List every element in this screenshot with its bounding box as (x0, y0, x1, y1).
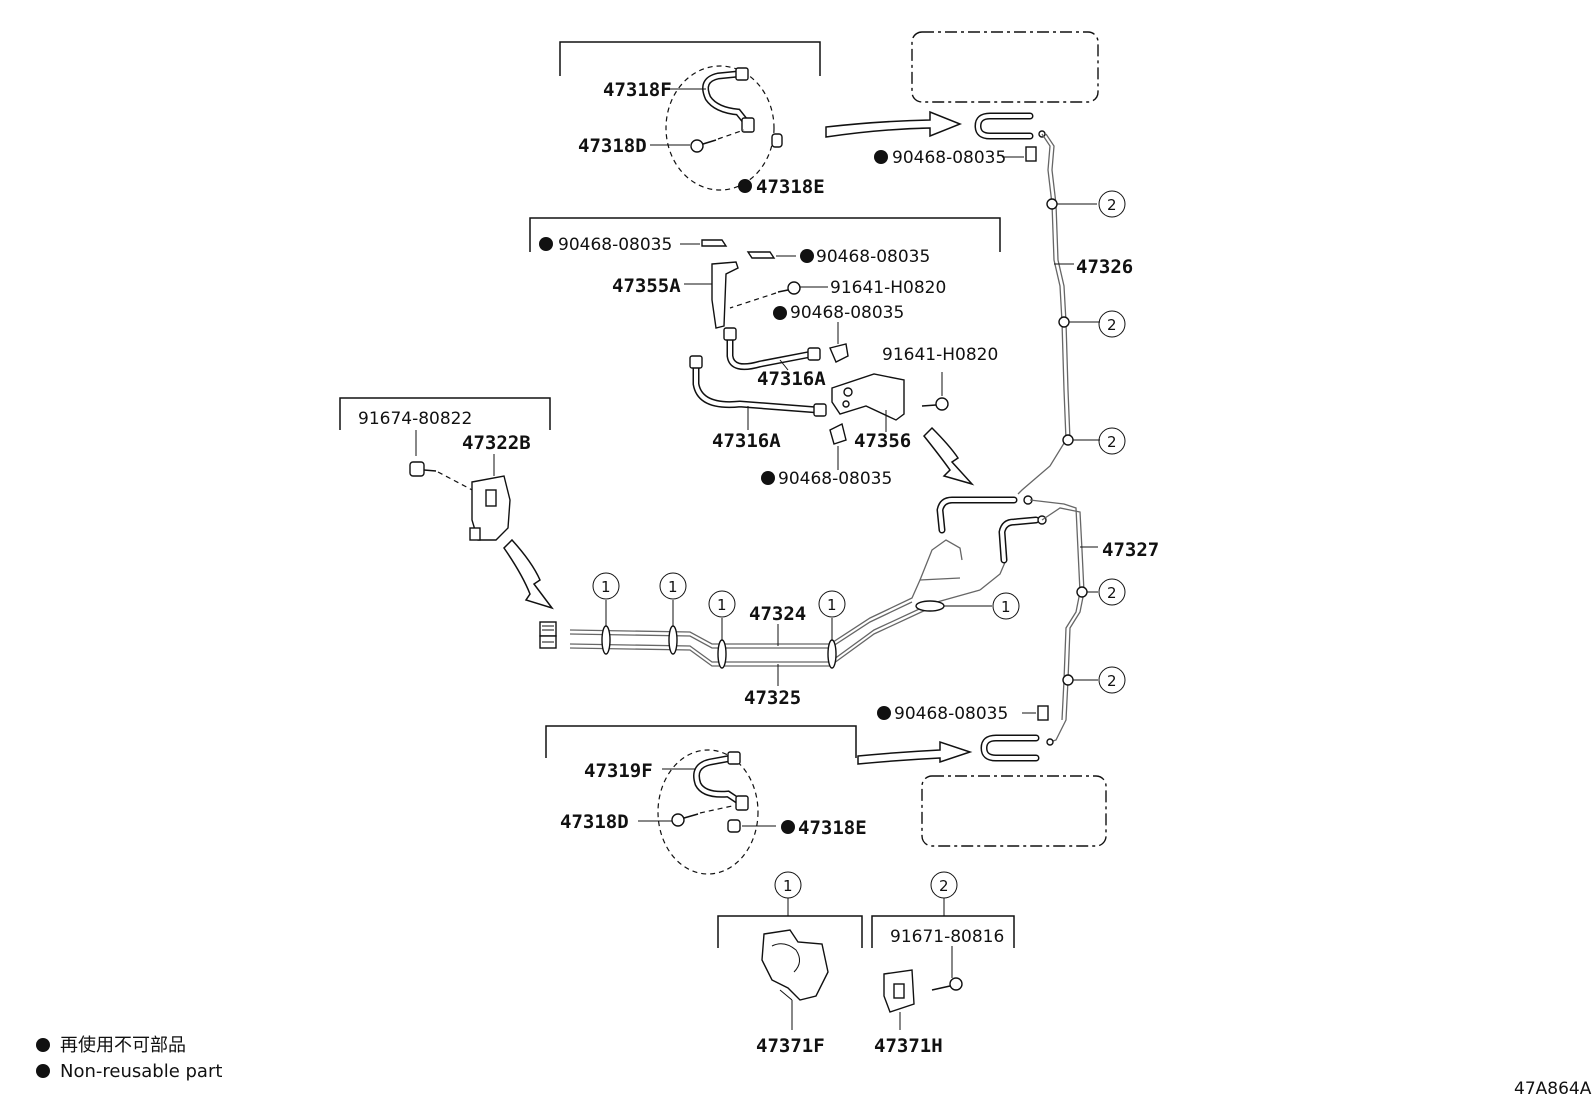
svg-text:1: 1 (717, 596, 727, 614)
area-box-bottom (921, 775, 1107, 847)
label-47322B: 47322B (462, 432, 531, 454)
junction-fittings (936, 495, 1047, 564)
top-hose-group: 47318F 47318D 47318E (559, 41, 825, 198)
pipe-47325 (569, 589, 981, 663)
callout-2-d: 2 (1098, 578, 1126, 606)
label-clip-bottom-right: 90468-08035 (894, 704, 1008, 724)
label-clip-right-a: 90468-08035 (816, 247, 930, 267)
callout-1-b: 1 (659, 572, 687, 600)
label-47371F: 47371F (756, 1035, 825, 1057)
callout-1-c: 1 (708, 590, 736, 618)
label-47326: 47326 (1076, 256, 1133, 278)
arrow-bottom-right (857, 740, 973, 765)
svg-text:2: 2 (1107, 433, 1117, 451)
svg-text:1: 1 (1001, 598, 1011, 616)
legend-jp: 再使用不可部品 (60, 1035, 186, 1056)
middle-bracket-group: 90468-08035 90468-08035 47355A 91641-H08… (529, 217, 1001, 489)
label-47324: 47324 (749, 603, 806, 625)
callout-2-b: 2 (1098, 310, 1126, 338)
clamp-47371F-group: 1 47371F (717, 871, 863, 1057)
label-47356: 47356 (854, 430, 911, 452)
label-clip-top-right: 90468-08035 (892, 148, 1006, 168)
svg-text:2: 2 (1107, 672, 1117, 690)
svg-text:1: 1 (827, 596, 837, 614)
label-bolt-a: 91641-H0820 (830, 278, 946, 298)
svg-text:2: 2 (1107, 584, 1117, 602)
label-47318E-top: 47318E (756, 176, 825, 198)
svg-text:2: 2 (1107, 316, 1117, 334)
left-bracket-group: 91674-80822 47322B (339, 397, 551, 541)
label-bolt-b: 91641-H0820 (882, 345, 998, 365)
callout-2-e: 2 (1098, 666, 1126, 694)
label-47318E-bottom: 47318E (798, 817, 867, 839)
callout-1-e: 1 (992, 592, 1020, 620)
label-47355A: 47355A (612, 275, 681, 297)
label-47318D-bottom: 47318D (560, 811, 629, 833)
label-clip-left-a: 90468-08035 (558, 235, 672, 255)
callout-2-a: 2 (1098, 190, 1126, 218)
diagram-code: 47A864A (1514, 1079, 1592, 1099)
pipe-47327 (1041, 507, 1085, 743)
svg-text:2: 2 (1107, 196, 1117, 214)
clamp-47371H-group: 2 91671-80816 47371H (871, 871, 1015, 1057)
callout-1-a: 1 (592, 572, 620, 600)
bottom-hose-group: 47319F 47318D 47318E (545, 725, 867, 875)
u-tube-top: 90468-08035 (874, 112, 1046, 168)
label-91671: 91671-80816 (890, 927, 1004, 947)
label-47318F: 47318F (603, 79, 672, 101)
label-clip-mid: 90468-08035 (790, 303, 904, 323)
callout-1-clamp: 1 (783, 877, 793, 895)
callout-1-d: 1 (818, 590, 846, 618)
legend-en: Non-reusable part (60, 1061, 222, 1082)
svg-text:1: 1 (601, 578, 611, 596)
arrow-middle-right (922, 426, 975, 486)
u-tube-bottom: 90468-08035 (877, 704, 1054, 762)
label-47325: 47325 (744, 687, 801, 709)
main-pipes: 47324 47325 (539, 539, 1007, 709)
label-47316A-upper: 47316A (757, 368, 826, 390)
callout-2-clamp: 2 (939, 877, 949, 895)
arrow-top-right (825, 110, 963, 138)
label-47319F: 47319F (584, 760, 653, 782)
pipe-47324 (569, 577, 961, 645)
pipe-47326 (1017, 133, 1067, 495)
callout-2-c: 2 (1098, 427, 1126, 455)
label-47371H: 47371H (874, 1035, 943, 1057)
label-47327: 47327 (1102, 539, 1159, 561)
legend: 再使用不可部品 Non-reusable part (36, 1035, 222, 1082)
label-47316A-lower: 47316A (712, 430, 781, 452)
label-91674: 91674-80822 (358, 409, 472, 429)
area-box-top (911, 31, 1099, 103)
label-clip-lower-mid: 90468-08035 (778, 469, 892, 489)
svg-text:1: 1 (668, 578, 678, 596)
label-47318D-top: 47318D (578, 135, 647, 157)
arrow-left-down (503, 538, 554, 610)
